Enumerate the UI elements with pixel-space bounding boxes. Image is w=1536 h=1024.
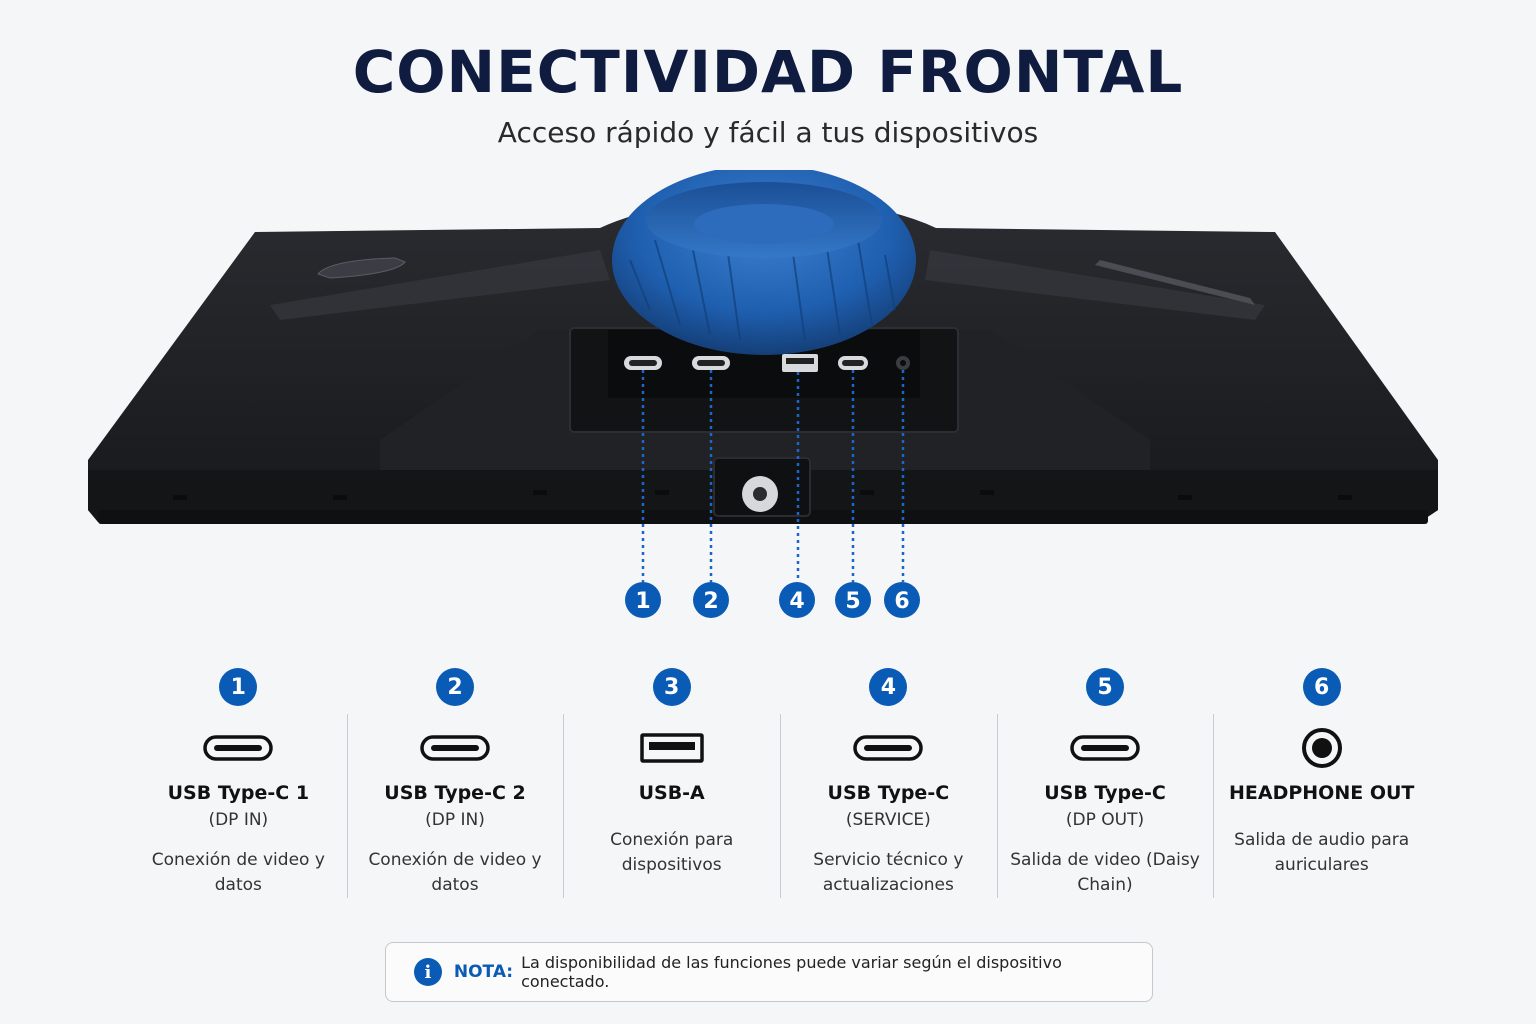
port-item-3: 3 USB-A Conexión para dispositivos (563, 668, 780, 908)
port-name: HEADPHONE OUT (1229, 782, 1415, 804)
page-title: CONECTIVIDAD FRONTAL (352, 38, 1184, 106)
brand-logo-mark (317, 257, 406, 279)
port-name: USB Type-C 1 (167, 782, 310, 804)
info-icon: i (414, 958, 442, 986)
callout-2: 2 (693, 582, 729, 618)
callout-4: 4 (779, 582, 815, 618)
callout-6: 6 (884, 582, 920, 618)
port-desc: Servicio técnico y actualizaciones (813, 850, 964, 895)
port-badge: 4 (869, 668, 908, 706)
port-sub: (DP OUT) (1065, 810, 1145, 830)
usb-c-icon (1070, 728, 1140, 768)
port-item-6: 6 HEADPHONE OUT Salida de audio para aur… (1213, 668, 1430, 908)
svg-text:1: 1 (635, 589, 650, 614)
port-badge: 6 (1302, 668, 1341, 706)
port-item-5: 5 USB Type-C (DP OUT) Salida de video (D… (996, 668, 1214, 908)
svg-text:4: 4 (789, 589, 804, 614)
port-badge: 2 (436, 668, 474, 706)
port-sub: (SERVICE) (845, 810, 931, 830)
page-subtitle: Acceso rápido y fácil a tus dispositivos (497, 116, 1039, 149)
port-desc: Salida de video (Daisy Chain) (1010, 850, 1200, 895)
port-sub: (DP IN) (425, 810, 485, 830)
port-item-1: 1 USB Type-C 1 (DP IN) Conexión de video… (130, 668, 347, 908)
note-text: La disponibilidad de las funciones puede… (521, 953, 1062, 991)
port-legend: 1 USB Type-C 1 (DP IN) Conexión de video… (130, 668, 1430, 908)
port-desc: Conexión de video y datos (151, 850, 325, 895)
port-name: USB-A (638, 782, 705, 804)
port-badge: 5 (1086, 668, 1125, 706)
note-label: NOTA: (453, 962, 514, 982)
port-name: USB Type-C (1044, 782, 1166, 804)
port-item-2: 2 USB Type-C 2 (DP IN) Conexión de video… (346, 668, 564, 908)
headphone-jack-icon (1300, 728, 1344, 768)
port-name: USB Type-C (827, 782, 950, 804)
svg-text:6: 6 (894, 589, 909, 614)
monitor-back-illustration: 1 2 4 5 6 (88, 170, 1438, 618)
usb-a-icon (639, 728, 704, 768)
usb-c-icon (203, 728, 274, 768)
svg-text:2: 2 (703, 589, 718, 614)
note-box: i NOTA: La disponibilidad de las funcion… (385, 942, 1153, 1002)
usb-c-icon (420, 728, 490, 768)
port-badge: 1 (219, 668, 258, 706)
port-desc: Conexión de video y datos (368, 850, 542, 895)
svg-text:5: 5 (845, 589, 860, 614)
port-desc: Salida de audio para auriculares (1234, 830, 1410, 875)
callout-1: 1 (625, 582, 661, 618)
usb-c-icon (853, 728, 924, 768)
callout-5: 5 (835, 582, 871, 618)
port-name: USB Type-C 2 (384, 782, 526, 804)
port-desc: Conexión para dispositivos (610, 830, 734, 875)
port-badge: 3 (652, 668, 691, 706)
port-sub: (DP IN) (208, 810, 269, 830)
port-item-4: 4 USB Type-C (SERVICE) Servicio técnico … (780, 668, 997, 908)
